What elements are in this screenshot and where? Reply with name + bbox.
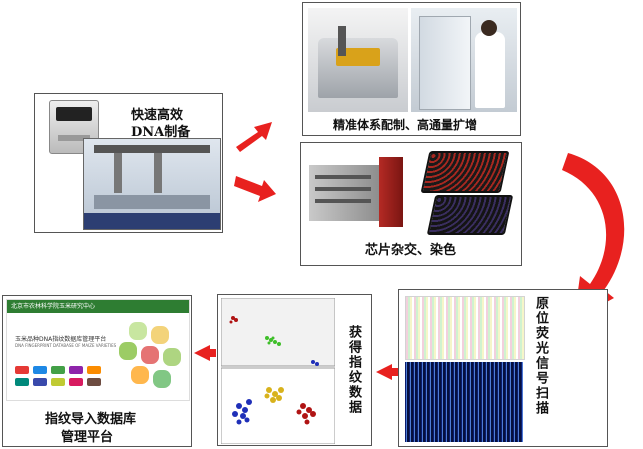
cluster-yellow (264, 387, 284, 403)
db-tile[interactable] (51, 378, 65, 386)
fingerprint-caption: 获得指纹数据 (346, 325, 361, 415)
cluster-red-small (229, 316, 238, 324)
dna-title-line2: DNA制备 (131, 125, 191, 140)
db-tile[interactable] (87, 378, 101, 386)
cluster-plots (221, 298, 335, 444)
db-menu-tiles (15, 366, 105, 388)
arrow-to-chip (234, 176, 276, 202)
chip-scanner-image (309, 157, 405, 227)
db-caption-line2: 管理平台 (61, 430, 114, 445)
db-tile[interactable] (87, 366, 101, 374)
arrow-to-database (194, 345, 216, 361)
db-tile[interactable] (69, 378, 83, 386)
db-header-bar: 北京市农林科学院玉米研究中心 (7, 300, 189, 313)
db-caption-line1: 指纹导入数据库 (45, 412, 137, 427)
microplate-top-image (420, 151, 510, 193)
cluster-green (265, 336, 281, 346)
db-tile[interactable] (33, 378, 47, 386)
chip-caption: 芯片杂交、染色 (365, 243, 457, 258)
scan-signal-image (405, 362, 523, 442)
microplate-bottom-image (426, 195, 514, 235)
chip-box: 芯片杂交、染色 (300, 142, 522, 266)
scan-box: 原位荧光信号扫描 (398, 289, 608, 447)
liquid-handler-image (83, 138, 221, 230)
fluorescence-array-image (405, 296, 525, 360)
db-tile[interactable] (15, 378, 29, 386)
pcr-box: 精准体系配制、高通量扩增 (302, 2, 521, 136)
cluster-blue (232, 399, 252, 425)
fingerprint-box: 获得指纹数据 (217, 294, 372, 446)
db-subtitle-line2: DNA FINGERPRINT DATABASE OF MAIZE VARIET… (15, 343, 117, 348)
scan-caption: 原位荧光信号扫描 (533, 296, 548, 416)
db-tile[interactable] (69, 366, 83, 374)
db-tile[interactable] (33, 366, 47, 374)
db-tile[interactable] (51, 366, 65, 374)
db-tile[interactable] (15, 366, 29, 374)
pipetting-robot-image (308, 8, 408, 112)
arrow-to-fingerprint (376, 364, 398, 380)
cluster-blue-small (311, 360, 319, 366)
pcr-caption: 精准体系配制、高通量扩增 (333, 118, 478, 132)
dna-title-line1: 快速高效 (131, 108, 184, 123)
curved-arrow-to-scan (562, 153, 625, 320)
database-box: 北京市农林科学院玉米研究中心 玉米品种DNA指纹数据库管理平台 DNA FING… (2, 295, 192, 447)
db-header-title: 北京市农林科学院玉米研究中心 (11, 303, 96, 310)
dna-prep-box: 快速高效 DNA制备 (34, 93, 223, 233)
db-screenshot: 北京市农林科学院玉米研究中心 玉米品种DNA指纹数据库管理平台 DNA FING… (6, 299, 190, 401)
db-subtitle-line1: 玉米品种DNA指纹数据库管理平台 (15, 336, 107, 343)
lab-workstation-image (411, 8, 517, 112)
db-crop-hexagons (119, 322, 183, 392)
cluster-red (296, 403, 316, 425)
arrow-to-pcr (236, 122, 272, 152)
